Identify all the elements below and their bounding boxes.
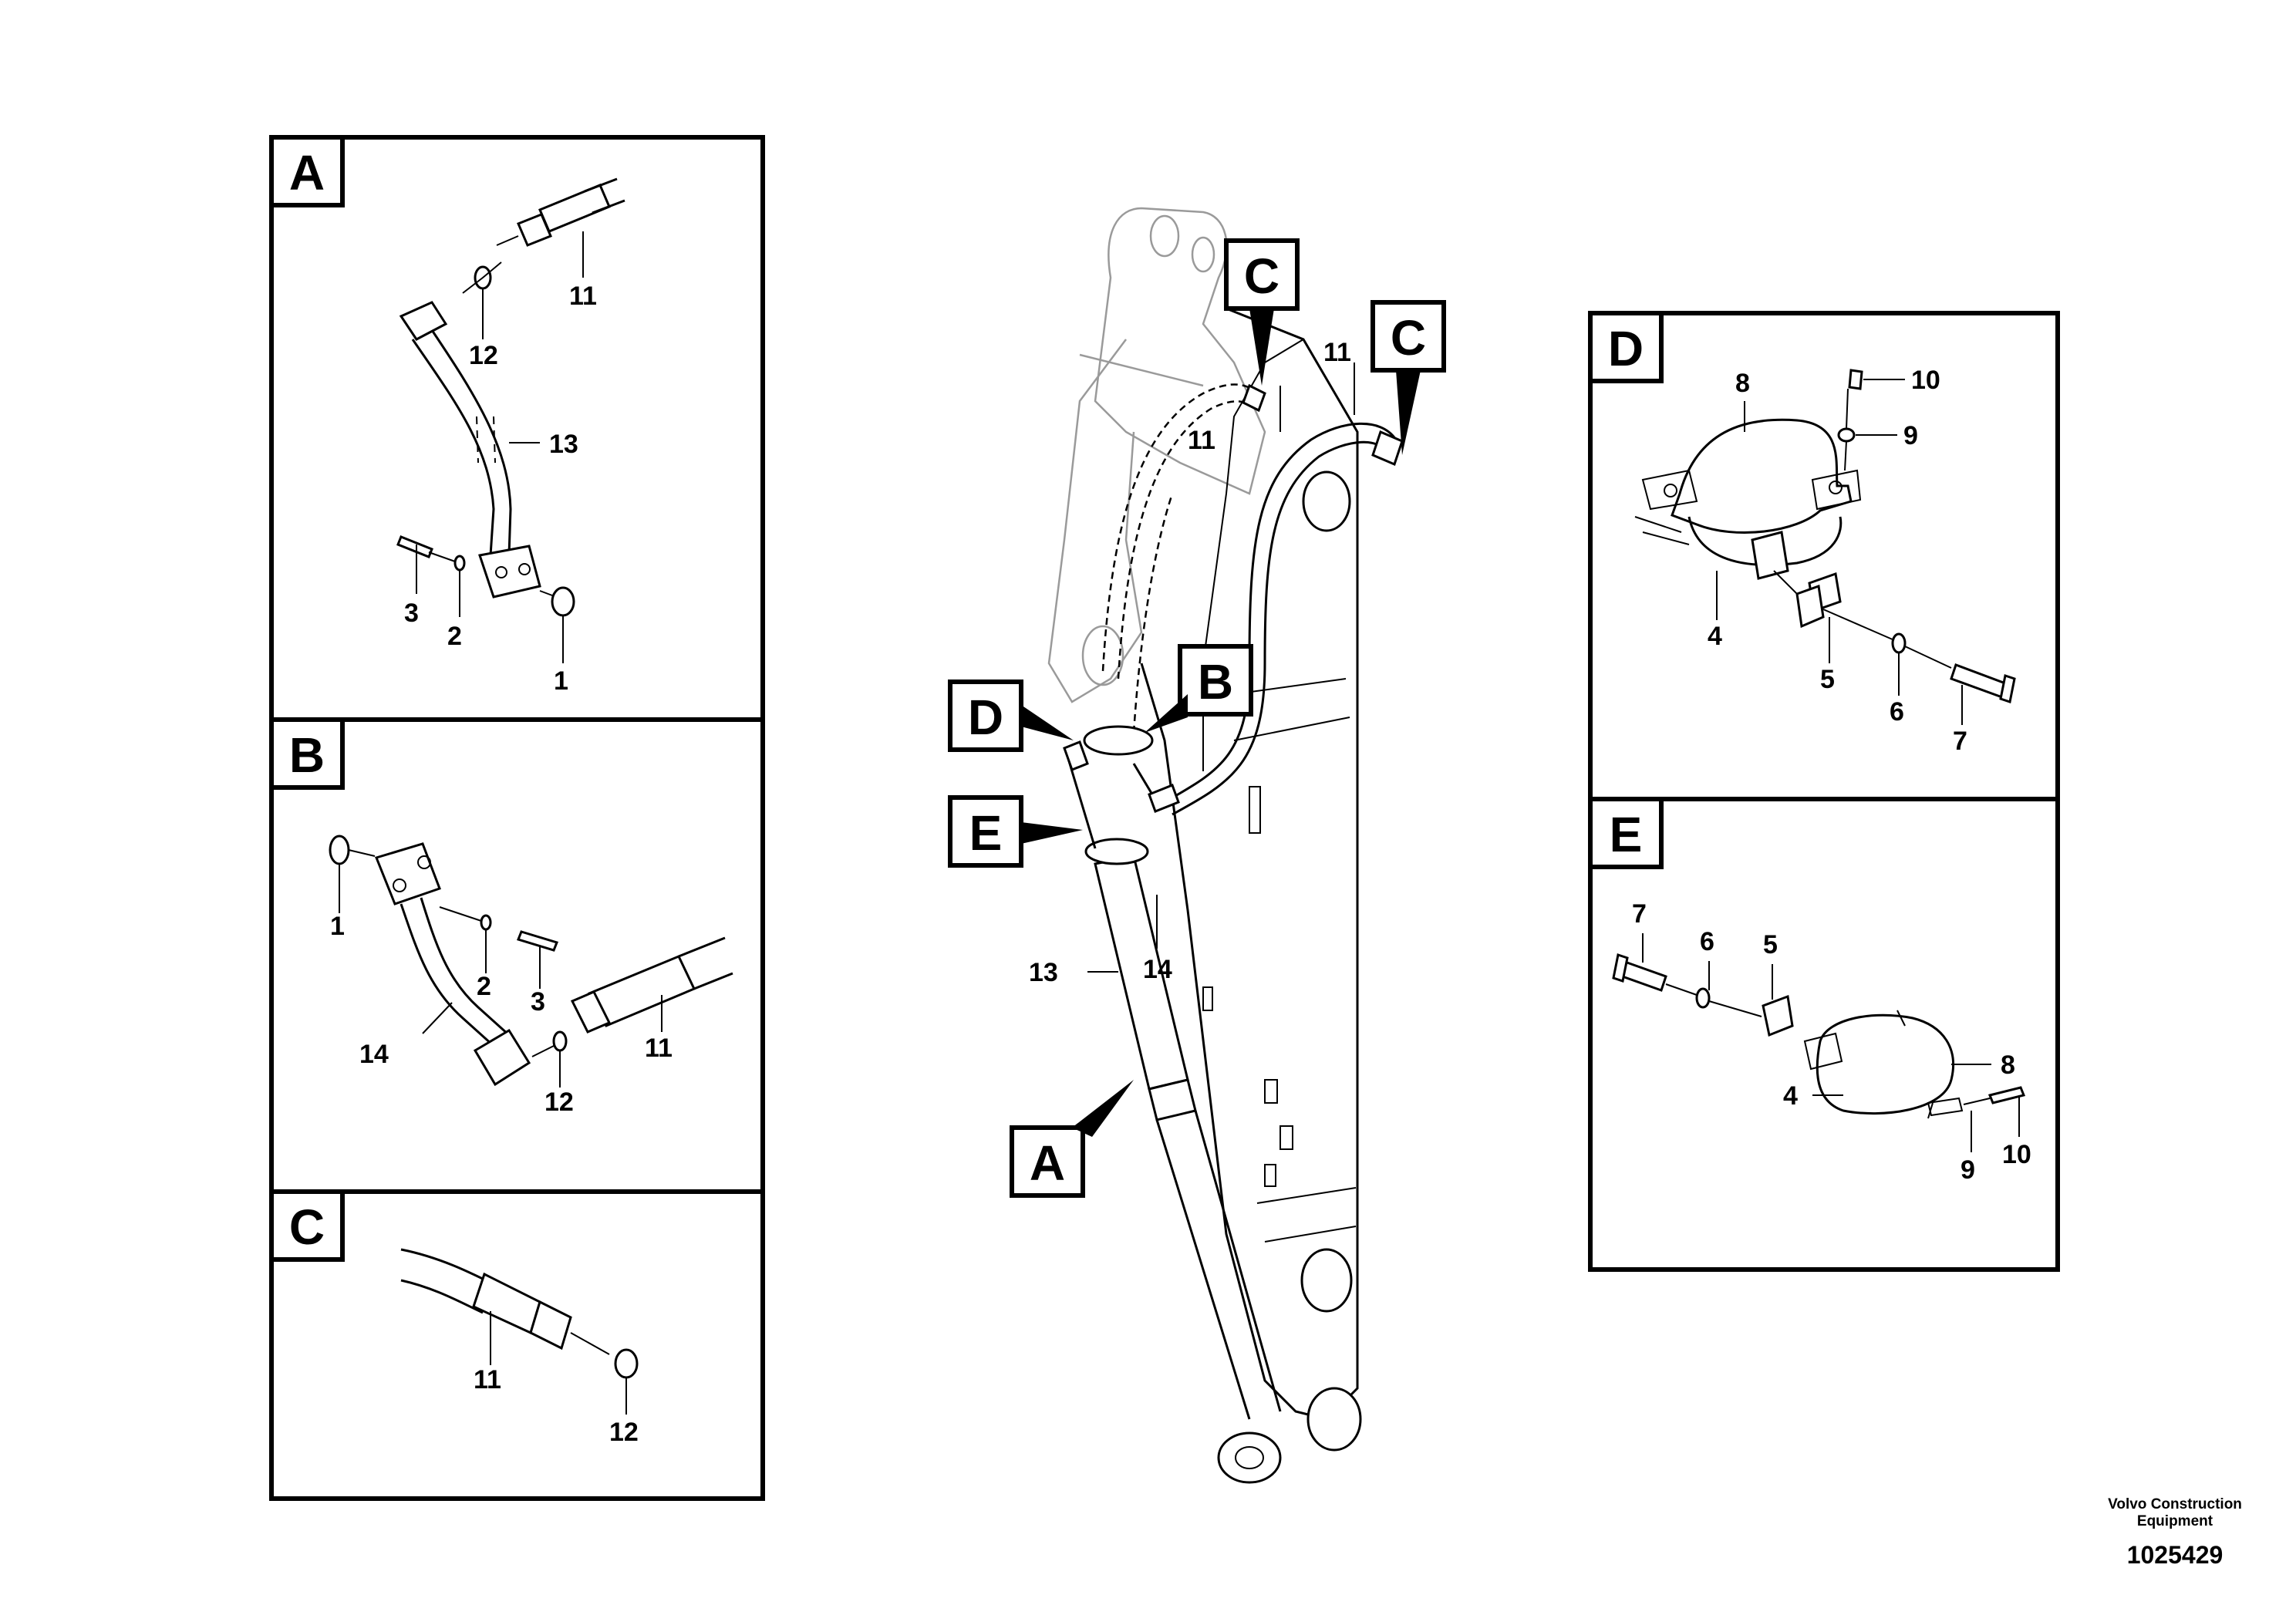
label-main-11-a: 11	[1188, 426, 1215, 455]
label-b-12: 12	[544, 1088, 574, 1117]
label-c-11: 11	[474, 1365, 501, 1394]
bolt-3-b	[517, 930, 558, 952]
panel-c-letter: C	[289, 1199, 325, 1255]
panel-c-letter-box	[269, 1189, 345, 1262]
label-e-4: 4	[1783, 1081, 1798, 1111]
pipe-13-drawing	[399, 301, 541, 599]
label-a-13: 13	[549, 430, 578, 459]
pipe-14-drawing	[374, 842, 531, 1087]
label-main-14: 14	[1143, 955, 1172, 984]
washer-6	[1891, 632, 1907, 654]
boom-pin-lower	[1300, 1248, 1353, 1313]
hose-11-b-drawing	[570, 936, 733, 1034]
washer-6-e	[1695, 987, 1711, 1009]
label-d-5: 5	[1820, 665, 1835, 694]
callout-b: B	[1145, 644, 1253, 733]
clamp-8-4-e-drawing	[1803, 1010, 1964, 1119]
label-e-7: 7	[1632, 899, 1647, 929]
panel-d-letter: D	[1608, 321, 1644, 376]
spacer-5-e	[1762, 994, 1794, 1037]
hose-11-c-drawing	[400, 1248, 610, 1355]
svg-text:B: B	[1198, 654, 1233, 710]
bolt-10-e	[1988, 1086, 2026, 1104]
cylinder-rod-eye	[1217, 1431, 1282, 1484]
label-e-10: 10	[2002, 1140, 2031, 1169]
label-a-12: 12	[469, 341, 498, 370]
manufacturer-name: Volvo Construction Equipment	[2059, 1496, 2291, 1530]
callout-a: A	[1010, 1080, 1134, 1198]
label-e-9: 9	[1961, 1155, 1975, 1185]
boom-pin-upper	[1302, 470, 1351, 532]
boom-assembly	[1047, 207, 1404, 1484]
label-b-2: 2	[477, 972, 491, 1001]
washer-2-b	[480, 914, 492, 931]
manufacturer-line-1: Volvo Construction	[2108, 1496, 2242, 1512]
callout-c-1: C	[1224, 238, 1300, 386]
spacer-5	[1751, 531, 1789, 580]
o-ring-1-b	[329, 835, 350, 865]
label-e-6: 6	[1700, 927, 1714, 956]
label-d-7: 7	[1953, 727, 1967, 756]
panel-a-letter-box	[269, 135, 345, 207]
washer-9	[1837, 427, 1856, 443]
label-d-4: 4	[1708, 622, 1722, 651]
label-d-9: 9	[1903, 421, 1918, 450]
clamp-d	[1083, 725, 1154, 756]
label-main-11-b: 11	[1323, 338, 1351, 367]
label-a-11: 11	[569, 282, 597, 311]
label-e-8: 8	[2001, 1050, 2015, 1080]
document-number: 1025429	[2126, 1541, 2224, 1569]
panel-d-letter-box	[1588, 311, 1664, 383]
panel-a-letter: A	[289, 145, 325, 201]
o-ring-1	[551, 586, 575, 617]
callout-e: E	[948, 795, 1083, 868]
label-b-1: 1	[330, 912, 345, 941]
panel-e-letter: E	[1610, 807, 1643, 862]
label-e-5: 5	[1763, 930, 1778, 959]
bolt-3	[396, 535, 433, 558]
bolt-10	[1848, 369, 1863, 390]
label-b-11: 11	[645, 1034, 673, 1063]
o-ring-12-b	[552, 1030, 568, 1052]
hose-11-drawing	[496, 177, 625, 247]
bolt-7	[1950, 663, 2007, 699]
panel-b: B 1 2 3 14 11 12	[269, 717, 765, 1194]
label-a-2: 2	[447, 622, 462, 651]
callout-d: D	[948, 679, 1074, 752]
svg-text:A: A	[1030, 1135, 1065, 1191]
panel-b-letter-box	[269, 717, 345, 790]
panel-e: E 7 6 5 8 4 9 10	[1588, 797, 2060, 1272]
svg-text:E: E	[969, 805, 1003, 861]
panel-e-letter-box	[1588, 797, 1664, 869]
label-c-12: 12	[609, 1418, 639, 1447]
svg-text:D: D	[968, 690, 1003, 745]
label-b-14: 14	[359, 1040, 389, 1069]
label-main-13: 13	[1029, 958, 1058, 987]
panel-b-letter: B	[289, 727, 325, 783]
callout-c-2: C	[1371, 300, 1446, 455]
svg-text:C: C	[1391, 310, 1426, 366]
label-d-10: 10	[1911, 366, 1940, 395]
panel-a: A 11 12	[269, 135, 765, 722]
panel-c: C 11 12	[269, 1189, 765, 1501]
boom-tip-pin	[1306, 1387, 1362, 1452]
washer-2	[453, 555, 466, 572]
label-a-3: 3	[404, 599, 419, 628]
panel-d: D 8 10 9 4 5 6 7	[1588, 311, 2060, 801]
svg-text:C: C	[1244, 248, 1279, 304]
label-d-6: 6	[1890, 697, 1904, 727]
label-b-3: 3	[531, 987, 545, 1017]
clamp-8-4-drawing	[1634, 418, 1862, 566]
label-d-8: 8	[1735, 369, 1750, 398]
clamp-e	[1084, 838, 1149, 865]
label-a-1: 1	[554, 666, 568, 696]
o-ring-12-c	[614, 1348, 639, 1379]
manufacturer-line-2: Equipment	[2136, 1513, 2213, 1529]
